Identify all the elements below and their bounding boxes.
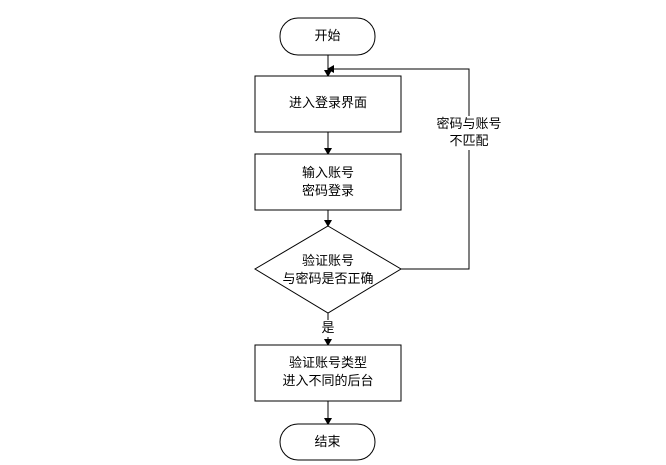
connector-mismatch-loop: [327, 65, 470, 270]
verify-decision-label-line1: 验证账号: [301, 254, 354, 269]
verify-decision-label-line2: 与密码是否正确: [282, 272, 374, 287]
enter-login-screen-label: 进入登录界面: [288, 96, 367, 111]
mismatch-label-line1: 密码与账号: [424, 116, 514, 133]
input-credentials-label-line2: 密码登录: [301, 184, 354, 199]
end-label: 结束: [314, 435, 341, 450]
end-terminator: [279, 423, 376, 461]
route-to-backend-box: [254, 344, 402, 402]
input-credentials-box: [254, 153, 402, 211]
yes-label: 是: [318, 320, 338, 337]
start-label: 开始: [314, 29, 341, 44]
route-to-backend-label-line1: 验证账号类型: [288, 356, 367, 371]
route-to-backend-label-line2: 进入不同的后台: [282, 374, 374, 389]
enter-login-screen-box: [254, 75, 402, 133]
input-credentials-label-line1: 输入账号: [301, 166, 354, 181]
mismatch-label-line2: 不匹配: [424, 133, 514, 150]
